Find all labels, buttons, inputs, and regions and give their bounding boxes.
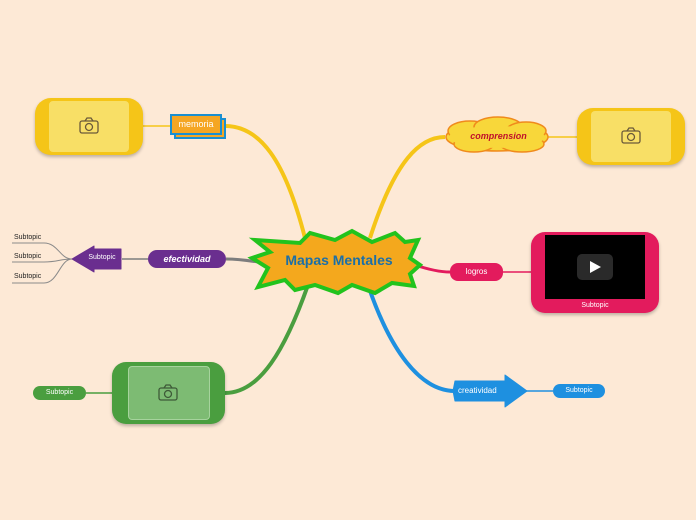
efectividad-subtopic-arrow[interactable] xyxy=(71,245,122,273)
creatividad-arrow[interactable] xyxy=(452,374,528,408)
green-subtopic-label: Subtopic xyxy=(45,389,74,396)
green-subtopic[interactable]: Subtopic xyxy=(33,386,86,400)
efectividad-label: efectividad xyxy=(163,254,211,264)
comprension-photo-card[interactable] xyxy=(577,108,685,165)
subtopic-child-3[interactable]: Subtopic xyxy=(14,273,42,280)
branch-sub-2 xyxy=(12,258,73,263)
branch-memoria xyxy=(224,124,307,239)
comprension-label[interactable]: comprension xyxy=(470,131,527,141)
photo-placeholder xyxy=(49,101,129,152)
subtopic-child-1[interactable]: Subtopic xyxy=(14,234,42,241)
memoria-label[interactable]: memoria xyxy=(178,119,214,129)
branch-green xyxy=(224,284,310,395)
green-photo-card[interactable] xyxy=(112,362,225,424)
comprension-cloud[interactable] xyxy=(445,116,549,153)
photo-placeholder xyxy=(591,111,671,162)
memoria-box[interactable] xyxy=(170,114,222,135)
camera-icon xyxy=(79,117,99,134)
central-topic-shape[interactable] xyxy=(247,228,424,296)
video-subtopic-label: Subtopic xyxy=(581,302,609,309)
photo-placeholder xyxy=(128,366,210,420)
play-icon xyxy=(590,261,601,273)
branch-sub-3 xyxy=(12,258,73,284)
branch-comprension xyxy=(368,135,446,239)
blue-subtopic-label: Subtopic xyxy=(565,387,593,394)
creatividad-label[interactable]: creatividad xyxy=(458,386,497,395)
efectividad-subtopic-label[interactable]: Subtopic xyxy=(88,254,116,261)
efectividad-topic[interactable]: efectividad xyxy=(148,250,226,268)
branch-creatividad xyxy=(366,284,456,393)
branch-sub-1 xyxy=(12,242,73,260)
blue-subtopic[interactable]: Subtopic xyxy=(553,384,605,398)
camera-icon xyxy=(158,384,178,401)
camera-icon xyxy=(621,127,641,144)
logros-label: logros xyxy=(465,267,488,276)
subtopic-child-2[interactable]: Subtopic xyxy=(14,253,42,260)
video-card[interactable]: Subtopic xyxy=(531,232,659,313)
central-topic-label[interactable]: Mapas Mentales xyxy=(285,252,393,268)
memoria-photo-card[interactable] xyxy=(35,98,143,155)
play-button[interactable] xyxy=(577,254,613,280)
logros-topic[interactable]: logros xyxy=(450,263,503,281)
